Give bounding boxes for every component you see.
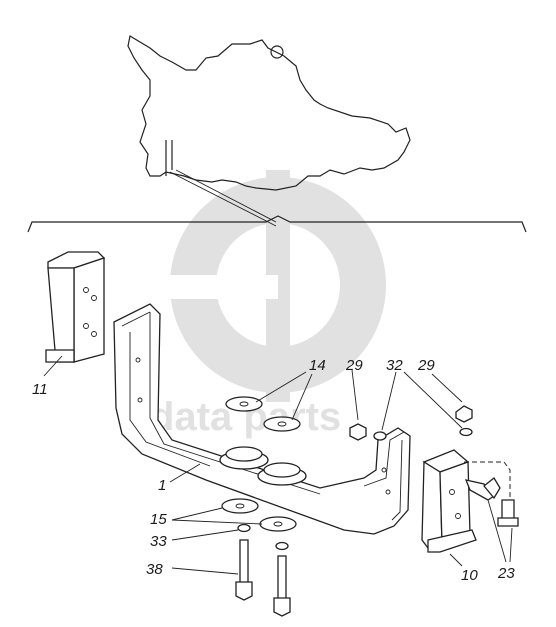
nuts-part-29 [349, 369, 473, 441]
callout-33: 33 [150, 533, 167, 550]
leader-1 [169, 463, 201, 483]
bracket-part-10 [421, 449, 477, 567]
bolts-part-38 [171, 539, 291, 617]
callout-29-right: 29 [417, 357, 435, 374]
lock-washers-part-32 [373, 371, 473, 441]
leader-11 [43, 355, 63, 377]
callout-32: 32 [386, 357, 403, 374]
callout-10: 10 [461, 567, 478, 584]
callout-11: 11 [32, 381, 48, 398]
engine-silhouette [127, 35, 411, 227]
washers-part-14 [225, 371, 313, 432]
support-part-1 [113, 303, 411, 535]
lock-washers-part-33 [171, 523, 289, 551]
bolts-part-23 [464, 461, 519, 563]
bracket-part-11 [45, 251, 106, 363]
callout-14: 14 [309, 357, 326, 374]
group-bracket [27, 215, 527, 233]
callout-15: 15 [150, 511, 167, 528]
callout-38: 38 [146, 561, 163, 578]
rubber-pads [219, 446, 307, 486]
washers-part-15 [171, 498, 297, 532]
callout-1: 1 [158, 477, 166, 494]
callout-29-left: 29 [345, 357, 363, 374]
watermark-logo [170, 170, 386, 402]
callout-23: 23 [497, 565, 515, 582]
